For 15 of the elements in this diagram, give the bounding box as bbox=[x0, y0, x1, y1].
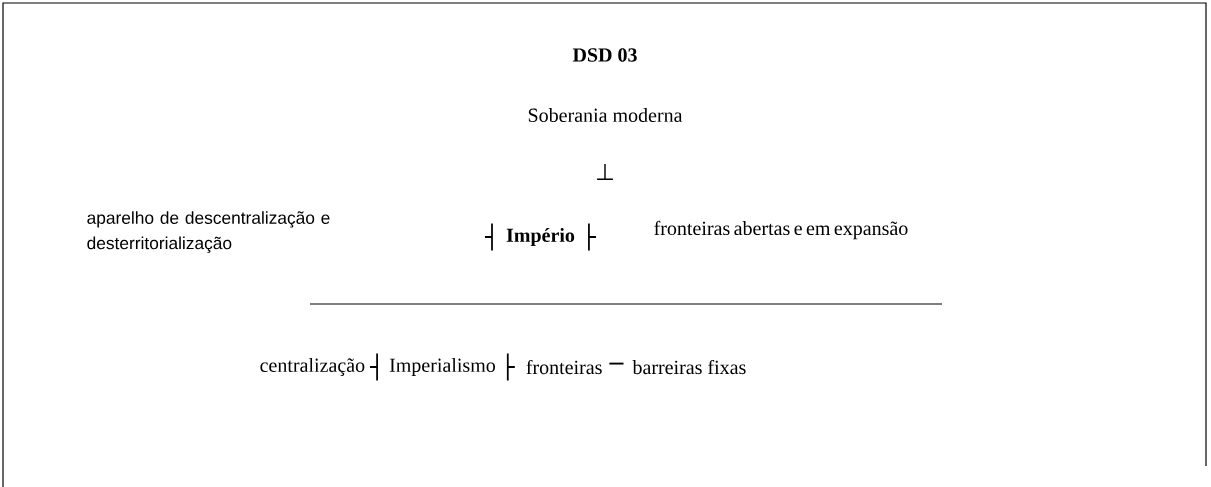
relation-symbol: ┤ bbox=[370, 353, 378, 381]
term-text: aparelho de descentralização e desterritorialização bbox=[87, 211, 330, 253]
term-text: Império bbox=[506, 227, 575, 247]
title: DSD 03 bbox=[572, 48, 637, 62]
term-text: centralização bbox=[260, 357, 365, 377]
relation-symbol: ┤ bbox=[484, 223, 493, 251]
term-text: fronteiras abertas e em expansão bbox=[654, 220, 908, 240]
relation-symbol: ├ bbox=[588, 223, 596, 251]
term-text: Soberania moderna bbox=[528, 108, 683, 123]
term-text: Imperialismo bbox=[389, 357, 495, 377]
term-text: barreiras fixas bbox=[632, 359, 746, 375]
relation-symbol: ─ bbox=[609, 362, 624, 365]
relation-symbol: ⊥ bbox=[597, 164, 613, 180]
term-text: fronteiras bbox=[526, 359, 602, 375]
relation-symbol: ├ bbox=[506, 353, 515, 381]
